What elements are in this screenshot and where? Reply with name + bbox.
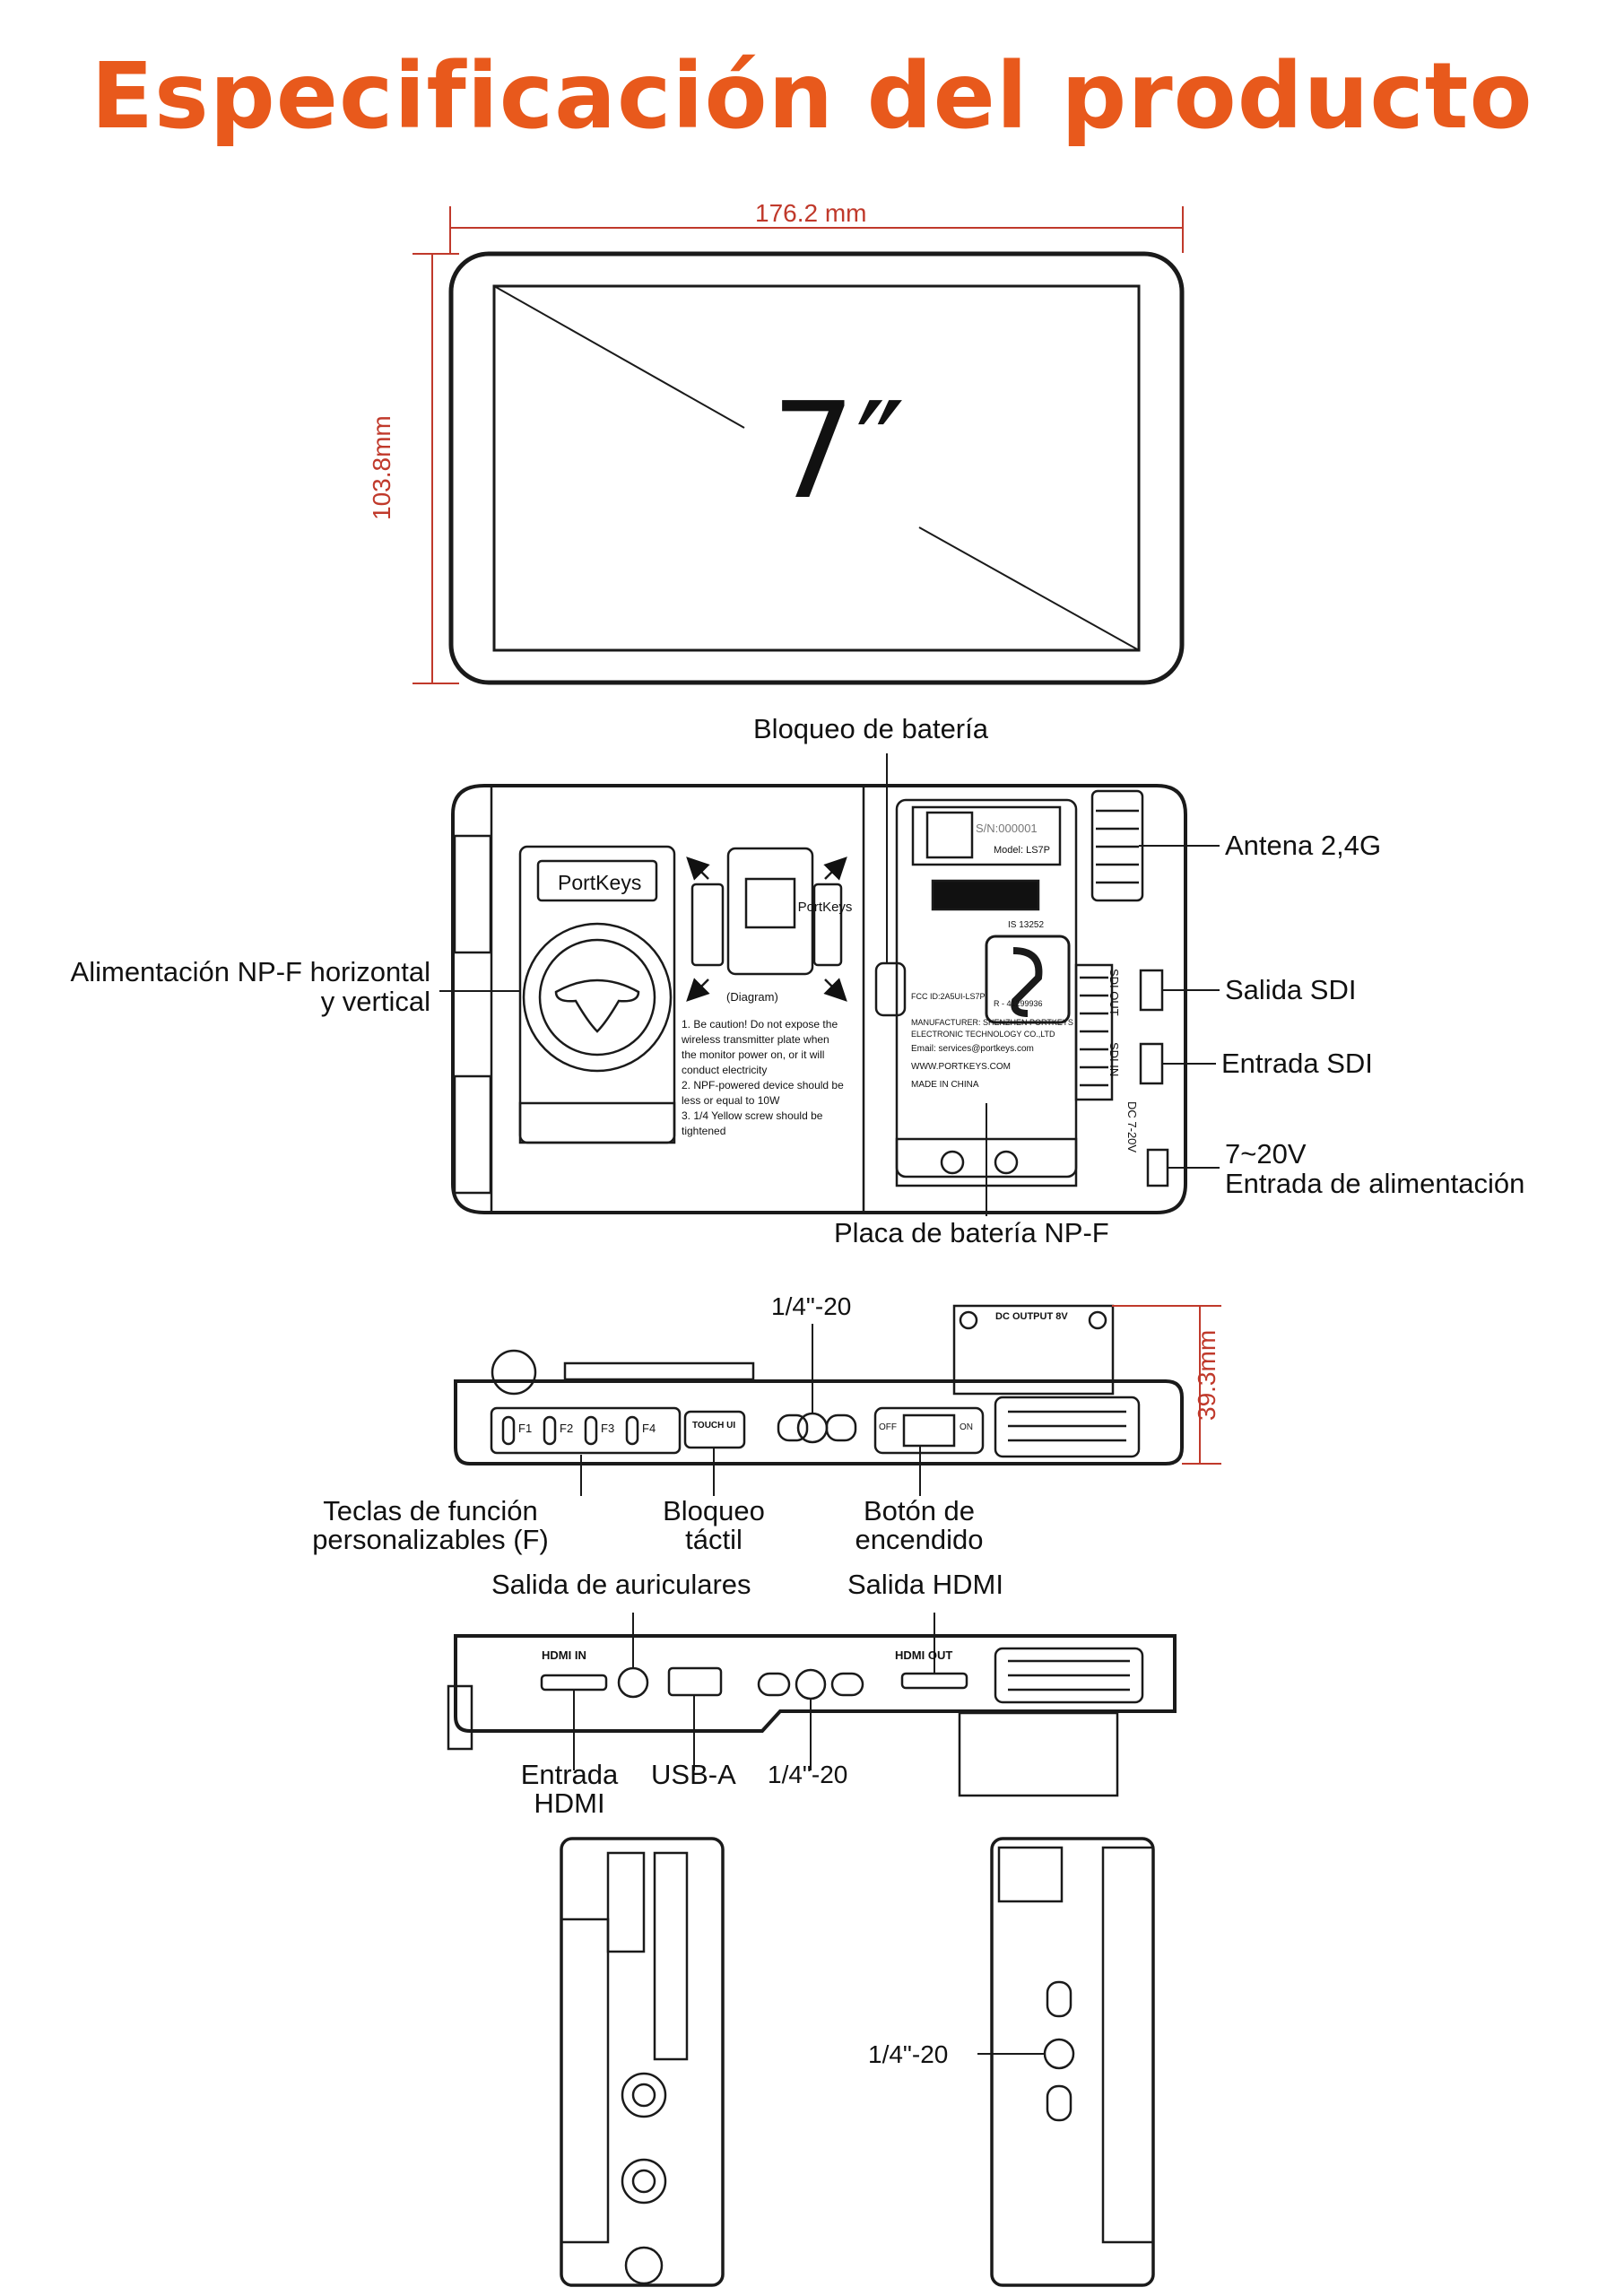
headphone-label: Salida de auriculares	[491, 1569, 751, 1600]
sdi-out-label: Salida SDI	[1225, 974, 1357, 1005]
antenna-label: Antena 2,4G	[1225, 830, 1382, 861]
thickness-dimension	[1112, 1305, 1221, 1465]
off-print: OFF	[879, 1422, 897, 1432]
power-button-label-line2: encendido	[855, 1524, 984, 1555]
fkeys-label-line2: personalizables (F)	[312, 1524, 549, 1555]
email: Email: services@portkeys.com	[911, 1044, 1034, 1054]
hdmi-in-label: Entrada	[520, 1759, 619, 1790]
diagram-brand: PortKeys	[798, 900, 853, 915]
usb-a-label: USB-A	[651, 1759, 736, 1790]
height-dimension-label: 103.8mm	[368, 415, 395, 520]
npf-plate-label: Placa de batería NP-F	[834, 1217, 1109, 1248]
side-screw-label: 1/4"-20	[868, 2040, 949, 2068]
touch-lock-label-line2: táctil	[685, 1524, 743, 1555]
front-view	[413, 206, 1185, 685]
dc-range-label: 7~20V	[1225, 1138, 1307, 1170]
back-view	[451, 784, 1187, 1214]
sdi-in-port-print: SDI IN	[1107, 1042, 1121, 1077]
sdi-in-label: Entrada SDI	[1221, 1048, 1373, 1079]
touch-key-print: TOUCH UI	[692, 1421, 736, 1431]
side-view-right	[990, 1837, 1155, 2287]
dc-port-print: DC 7-20V	[1125, 1101, 1139, 1153]
npf-power-label-line2: y vertical	[320, 986, 430, 1017]
f2-key: F2	[560, 1422, 574, 1435]
fcc-id: FCC ID:2A5UI-LS7P	[911, 992, 986, 1001]
diagram-caption: (Diagram)	[726, 990, 778, 1004]
f3-key: F3	[601, 1422, 615, 1435]
caution-text: 1. Be caution! Do not expose the wireles…	[682, 1018, 844, 1137]
battery-lock-label: Bloqueo de batería	[753, 713, 988, 744]
bottom-screw-label: 1/4"-20	[768, 1761, 848, 1788]
fkeys-label: Teclas de función	[323, 1495, 538, 1526]
dc-output-print: DC OUTPUT 8V	[995, 1311, 1068, 1322]
screen-size-label: 7″	[771, 374, 906, 528]
page-title: Especificación del producto	[91, 43, 1533, 150]
top-leaders	[580, 1324, 921, 1496]
power-button-label: Botón de	[863, 1495, 976, 1526]
hdmi-out-label: Salida HDMI	[847, 1569, 1003, 1600]
f4-key: F4	[642, 1422, 656, 1435]
website: WWW.PORTKEYS.COM	[911, 1062, 1011, 1072]
bottom-leaders	[573, 1613, 935, 1770]
hdmi-in-print: HDMI IN	[542, 1648, 586, 1662]
touch-lock-label: Bloqueo	[663, 1495, 765, 1526]
model-number: Model: LS7P	[994, 845, 1050, 856]
made-in: MADE IN CHINA	[911, 1080, 979, 1090]
top-screw-label: 1/4"-20	[771, 1292, 852, 1320]
plate-brand: PortKeys	[558, 871, 641, 894]
manufacturer-info: MANUFACTURER: SHENZHEN PORTKEYS ELECTRON…	[911, 1018, 1073, 1039]
dc-input-label: Entrada de alimentación	[1225, 1168, 1525, 1199]
r-code: R - 41299936	[994, 999, 1043, 1008]
on-print: ON	[960, 1422, 973, 1432]
top-view	[454, 1304, 1184, 1465]
f1-key: F1	[518, 1422, 533, 1435]
hdmi-out-print: HDMI OUT	[895, 1648, 953, 1662]
hdmi-in-label-line2: HDMI	[534, 1787, 605, 1819]
back-leaders	[439, 753, 1220, 1216]
sdi-out-port-print: SDI OUT	[1107, 969, 1121, 1016]
thickness-dimension-label: 39.3mm	[1193, 1329, 1220, 1421]
width-dimension-label: 176.2 mm	[755, 199, 867, 227]
npf-power-label: Alimentación NP-F horizontal	[70, 956, 430, 987]
is-number: IS 13252	[1008, 920, 1045, 930]
serial-number: S/N:000001	[976, 822, 1038, 835]
side-view-left	[560, 1837, 725, 2287]
